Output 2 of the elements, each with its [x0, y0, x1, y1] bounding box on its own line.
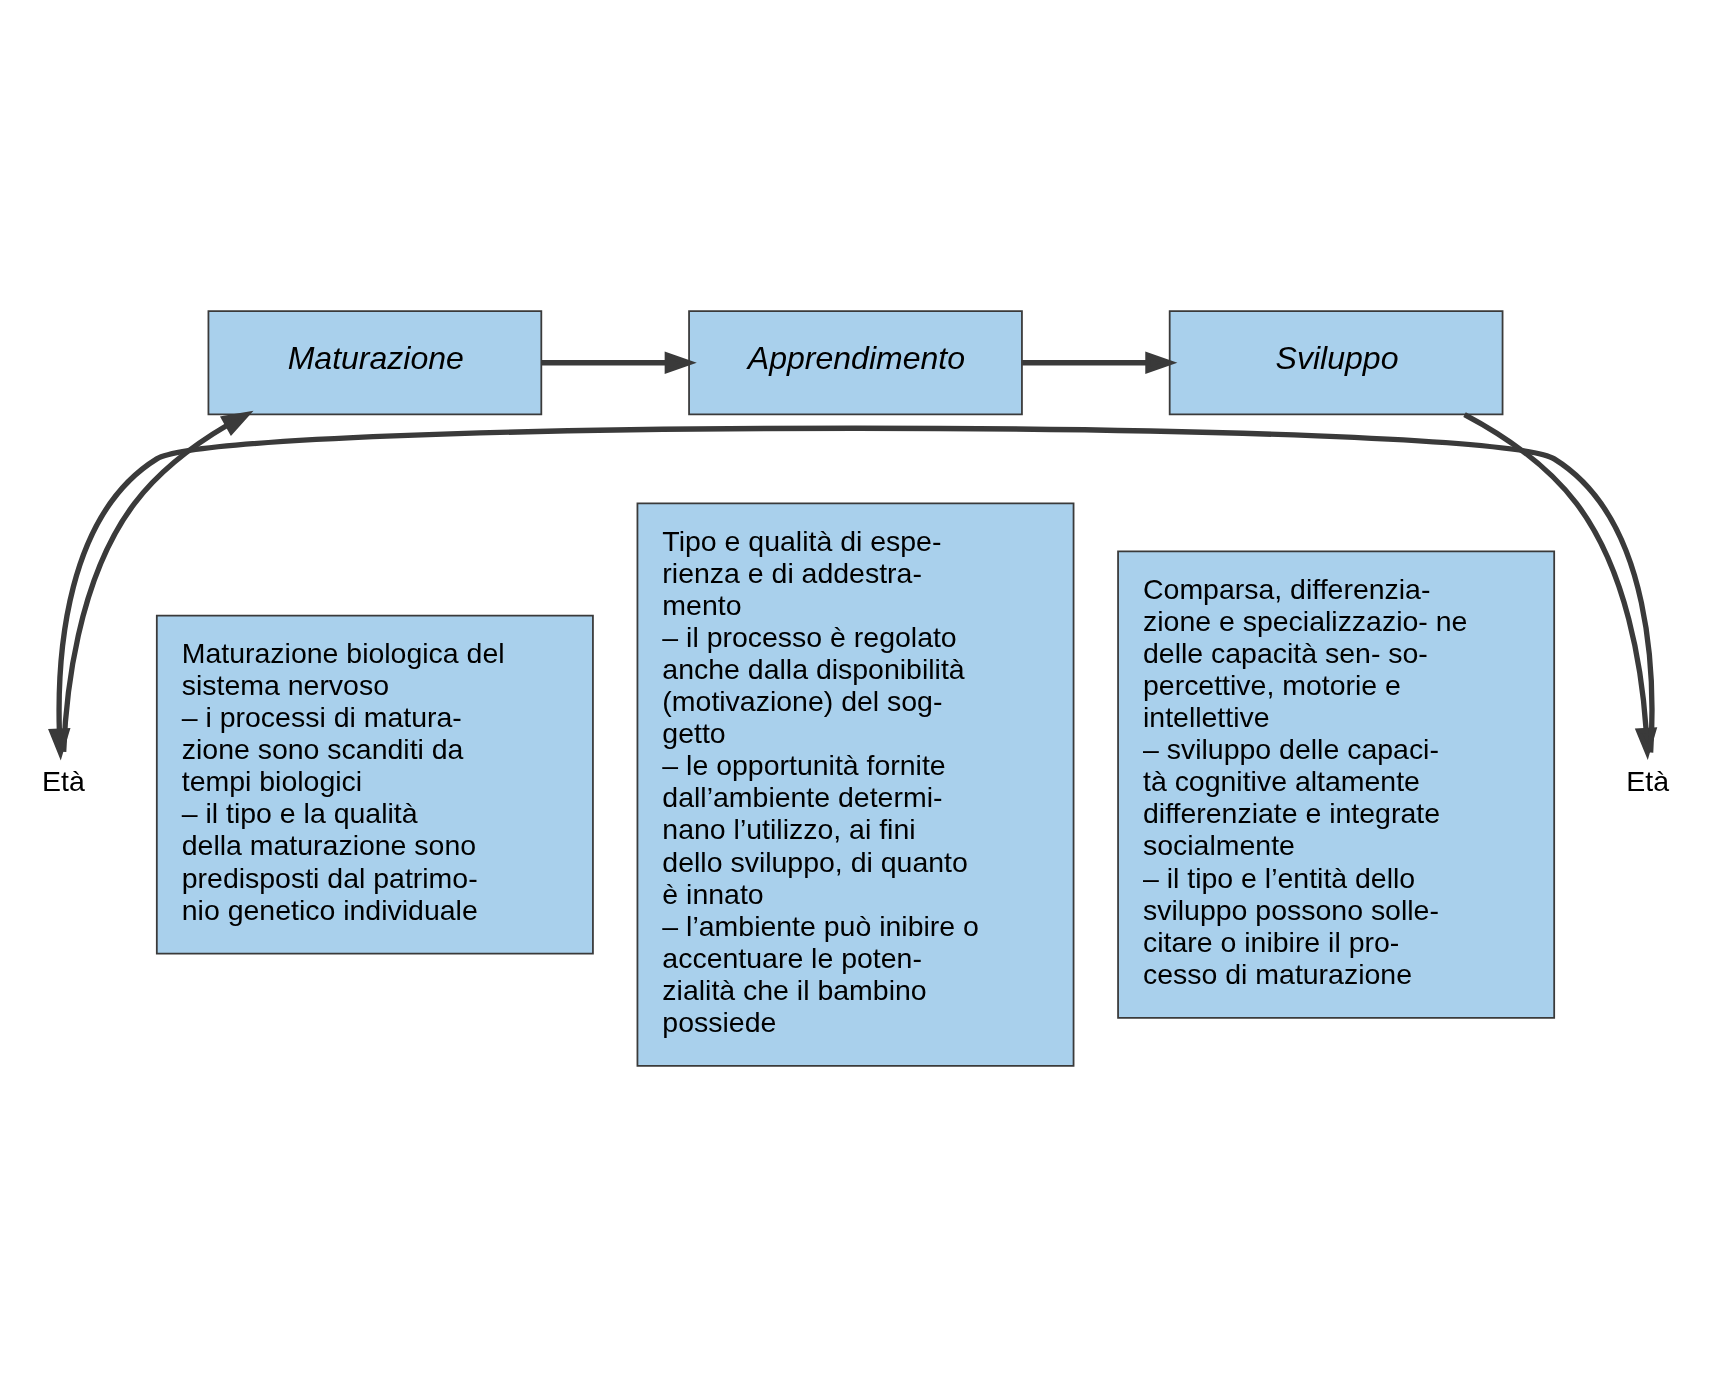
node-text: Età	[1626, 765, 1670, 798]
node-text: Età	[41, 765, 85, 798]
